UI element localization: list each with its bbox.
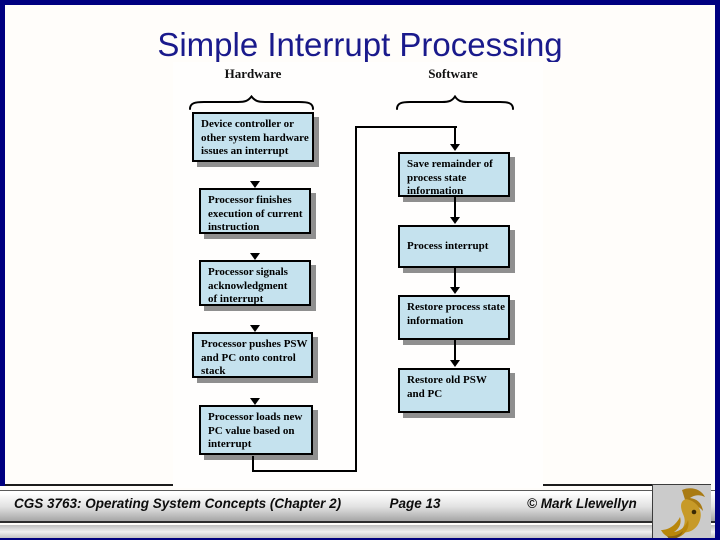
hw-box-load-pc: Processor loads new PC value based on in… [199,405,313,455]
sw-box-process-interrupt: Process interrupt [398,225,510,268]
arrow-down-icon [450,217,460,224]
connector-line [355,126,357,472]
arrow-down-icon [250,325,260,332]
arrow-down-icon [250,398,260,405]
footer-strip [0,525,720,540]
footer-bar [0,490,720,523]
hw-box-finish-instruction: Processor finishes execution of current … [199,188,311,234]
slide-title: Simple Interrupt Processing [157,27,563,62]
arrow-down-icon [450,144,460,151]
hw-box-push-psw: Processor pushes PSW and PC onto control… [192,332,313,378]
connector-line [454,197,456,218]
connector-line [454,340,456,361]
connector-line [252,456,254,472]
sw-box-save-state: Save remainder of process state informat… [398,152,510,197]
slide-border-bottom [0,538,720,540]
arrow-down-icon [450,287,460,294]
ucf-pegasus-logo [652,484,711,540]
column-header-hardware: Hardware [224,66,282,81]
footer-copyright-label: © Mark Llewellyn [527,496,637,511]
hw-box-device-controller: Device controller or other system hardwa… [192,112,314,162]
hw-box-signal-ack: Processor signals acknowledgment of inte… [199,260,311,306]
slide-border-right [715,0,720,540]
connector-line [252,470,357,472]
footer-course-label: CGS 3763: Operating System Concepts (Cha… [14,496,342,511]
arrow-down-icon [250,181,260,188]
connector-line [454,268,456,288]
connector-line [454,126,456,145]
sw-box-restore-psw: Restore old PSW and PC [398,368,510,413]
hardware-brace-icon [189,95,314,110]
arrow-down-icon [250,253,260,260]
column-header-software: Software [428,66,478,81]
connector-line [355,126,457,128]
slide-border-top [0,0,720,5]
footer-page-label: Page 13 [389,496,441,511]
software-brace-icon [396,95,514,110]
arrow-down-icon [450,360,460,367]
pegasus-icon [661,488,705,540]
slide-border-left [0,0,5,486]
sw-box-restore-state: Restore process state information [398,295,510,340]
